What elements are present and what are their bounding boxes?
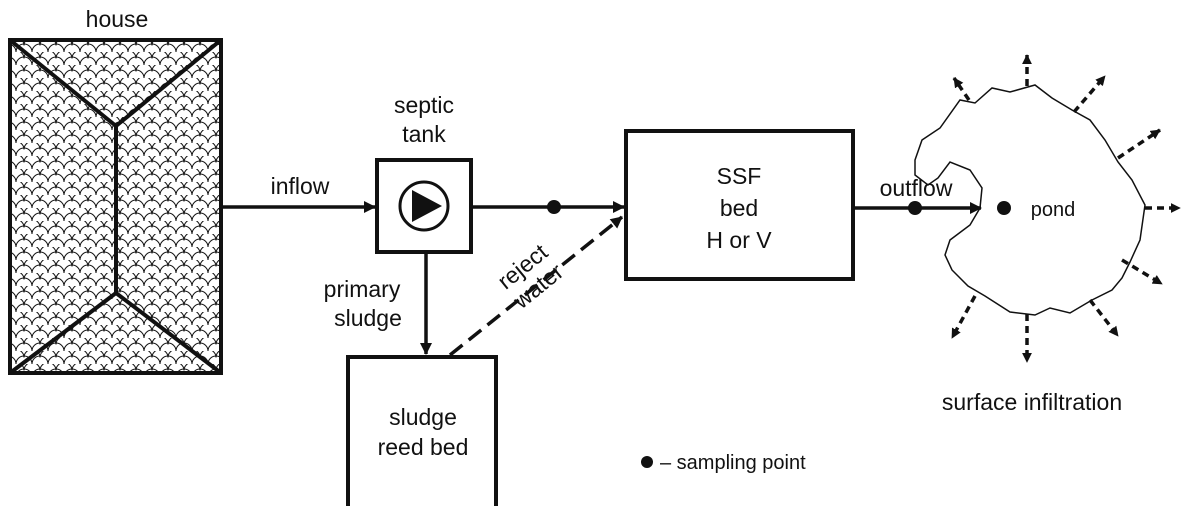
- pump-icon: [398, 180, 450, 232]
- septic-tank: septic tank: [375, 92, 473, 254]
- pond-outline: [914, 84, 1146, 316]
- infiltration-arrow-3: [1072, 74, 1107, 114]
- primary-sludge-label-line2: sludge: [334, 305, 402, 331]
- sampling-point-2: [908, 201, 922, 215]
- outflow-label: outflow: [880, 175, 953, 201]
- legend: – sampling point: [641, 452, 806, 474]
- sludge-reed-bed-label-line1: sludge: [389, 404, 457, 430]
- infiltration-arrow-6: [1121, 258, 1163, 286]
- septic-tank-label-line1: septic: [394, 92, 454, 118]
- sampling-point-1: [547, 200, 561, 214]
- inflow-label: inflow: [271, 173, 330, 199]
- pond: pond: [914, 84, 1146, 316]
- reject-water-arrow: [448, 215, 624, 357]
- ssf-bed-label-line2: bed: [720, 195, 758, 221]
- sludge-reed-bed: sludge reed bed: [346, 355, 498, 506]
- pond-label: pond: [1031, 199, 1076, 221]
- septic-tank-label-line2: tank: [402, 121, 446, 147]
- infiltration-arrow-7: [1088, 298, 1120, 338]
- ssf-bed-box: [624, 129, 855, 281]
- roof-ridges: [8, 38, 223, 375]
- infiltration-arrow-1: [952, 77, 971, 101]
- sludge-reed-bed-box: [346, 355, 498, 506]
- infiltration-arrows: [950, 54, 1181, 363]
- sampling-point-3: [997, 201, 1011, 215]
- house-label: house: [86, 6, 149, 32]
- legend-sampling-point-marker: [641, 456, 653, 468]
- sludge-reed-bed-label-line2: reed bed: [378, 434, 469, 460]
- infiltration-arrow-4: [1117, 128, 1161, 160]
- ssf-bed: SSF bed H or V: [624, 129, 855, 281]
- house: house: [8, 6, 223, 375]
- legend-label: – sampling point: [660, 452, 806, 474]
- reject-water-label: reject water: [492, 238, 568, 314]
- ssf-bed-label-line1: SSF: [717, 163, 762, 189]
- infiltration-arrow-9: [950, 295, 977, 339]
- surface-infiltration-label: surface infiltration: [942, 389, 1122, 415]
- primary-sludge-label-line1: primary: [324, 276, 401, 302]
- ssf-bed-label-line3: H or V: [706, 227, 772, 253]
